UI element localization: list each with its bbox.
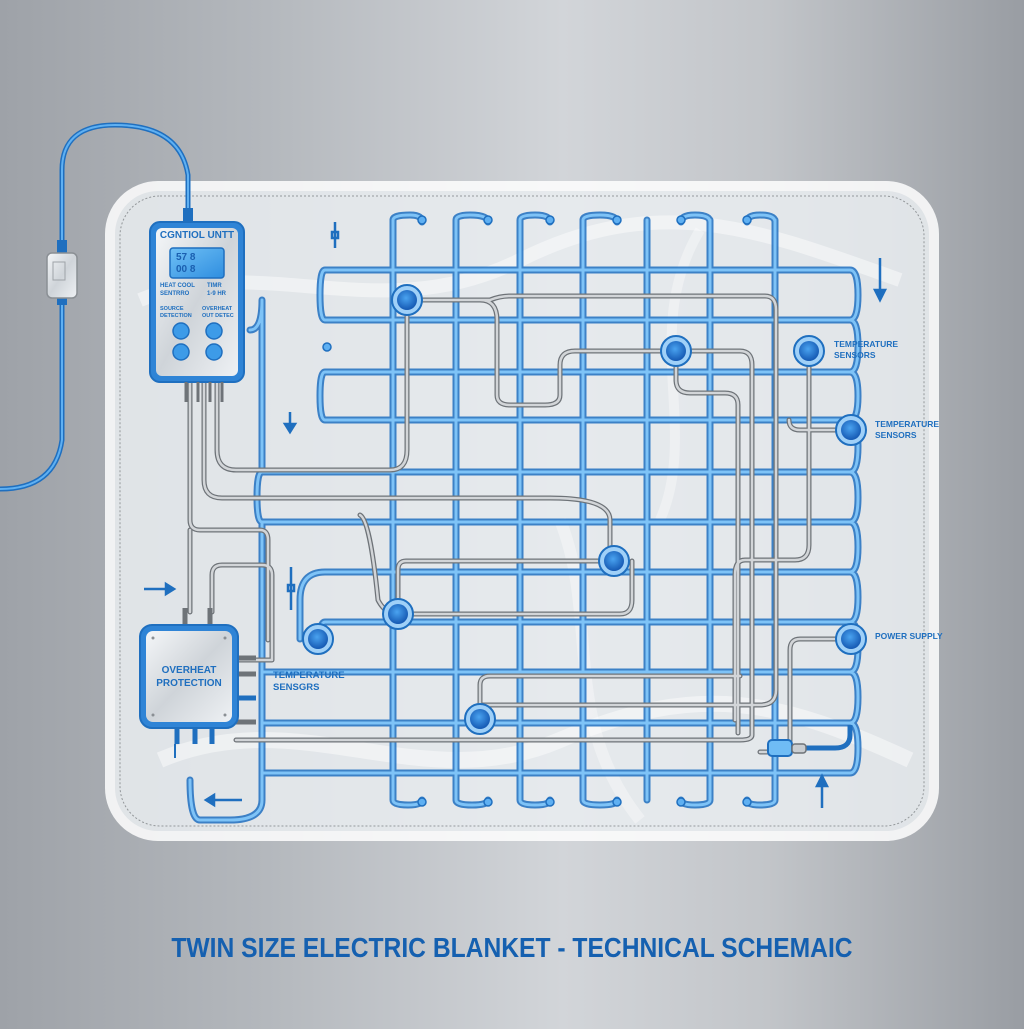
control-button-3	[172, 343, 190, 361]
label-line-1: TEMPERATURE	[834, 339, 899, 349]
arrow-left-icon	[203, 792, 242, 808]
timer-sub-label: 1-9 HR	[207, 291, 227, 297]
control-unit-title: CGNTIOL UNTT	[159, 230, 235, 241]
power-supply-node[interactable]	[835, 623, 867, 655]
lcd-line-2: 00 8	[176, 264, 196, 275]
lcd-line-1: 57 8	[176, 252, 196, 263]
temperature-sensor[interactable]	[660, 335, 692, 367]
label-line-2: SENSGRS	[273, 682, 320, 693]
temperature-sensor[interactable]	[391, 284, 423, 316]
temperature-sensor[interactable]	[835, 414, 867, 446]
control-unit	[149, 221, 245, 402]
inline-fuse-connector	[767, 725, 853, 757]
arrow-up-icon	[814, 773, 830, 808]
heating-wire-grid	[186, 211, 862, 824]
label-line-1: TEMPERATURE	[273, 670, 345, 681]
control-label-timer: TIMR 1-9 HR	[207, 282, 226, 298]
source-label: SOURCE	[160, 306, 184, 312]
heat-cool-sub-label: SENTRRO	[160, 291, 190, 297]
detection-label: DETECTION	[160, 313, 192, 319]
arrow-down-icon	[282, 412, 298, 435]
power-supply-label: POWER SUPPLY	[875, 631, 943, 641]
control-label-heat: HEAT COOL SENTRRO	[160, 282, 195, 298]
control-button-2	[205, 322, 223, 340]
overheat-protection-label: OVERHEAT PROTECTION	[146, 664, 232, 690]
timer-label: TIMR	[207, 283, 222, 289]
lcd-display	[169, 247, 225, 279]
temperature-sensor[interactable]	[302, 623, 334, 655]
control-button-1	[172, 322, 190, 340]
sensor-nodes	[302, 284, 867, 735]
overheat-protection-module	[139, 608, 256, 758]
switch-symbol-icon	[286, 567, 296, 610]
heat-cool-label: HEAT COOL	[160, 283, 195, 289]
label-line-2: SENSORS	[834, 350, 876, 360]
temperature-sensor[interactable]	[598, 545, 630, 577]
overheat-label: OVERHEAT	[202, 306, 233, 312]
label-line-1: TEMPERATURE	[875, 419, 940, 429]
temperature-sensor[interactable]	[382, 598, 414, 630]
arrow-down-icon	[872, 258, 888, 303]
temperature-sensor[interactable]	[793, 335, 825, 367]
out-detec-label: OUT DETEC	[202, 313, 234, 319]
arrow-right-icon	[144, 581, 177, 597]
page-title: TWIN SIZE ELECTRIC BLANKET - TECHNICAL S…	[171, 932, 853, 963]
temperature-sensor[interactable]	[464, 703, 496, 735]
overheat-line-1: OVERHEAT	[161, 665, 217, 676]
flow-arrows	[144, 222, 888, 808]
inline-plug-module	[46, 252, 78, 299]
label-line-2: SENSORS	[875, 430, 917, 440]
switch-symbol-icon	[330, 222, 340, 248]
control-button-4	[205, 343, 223, 361]
overheat-line-2: PROTECTION	[156, 678, 222, 689]
